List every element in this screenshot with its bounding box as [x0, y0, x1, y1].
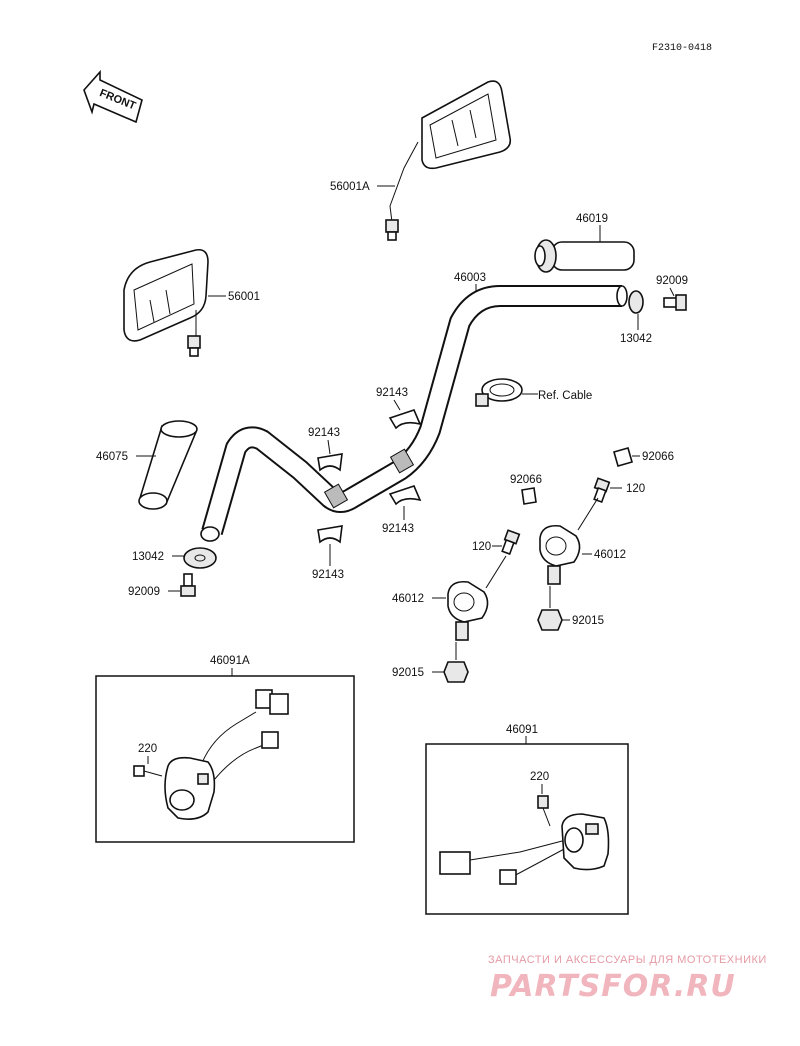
label-switch-right: 46091	[506, 724, 538, 736]
label-nut-left: 92015	[392, 667, 424, 679]
handlebar	[200, 285, 628, 542]
label-ref-cable: Ref. Cable	[538, 390, 592, 402]
diagram-code: F2310-0418	[652, 43, 712, 54]
front-arrow-icon: FRONT	[83, 69, 143, 124]
switch-left-box	[95, 668, 355, 843]
label-screw-left: 220	[138, 743, 157, 755]
watermark-logo: PARTSFOR.RU	[490, 969, 736, 1004]
switch-right	[439, 795, 610, 885]
mirror-left	[123, 248, 209, 357]
label-handlebar: 46003	[454, 272, 486, 284]
label-bolt-left: 92009	[128, 586, 160, 598]
switch-left	[133, 689, 289, 820]
label-cap-mid: 92066	[510, 474, 542, 486]
label-holder-right: 46012	[594, 549, 626, 561]
switch-right-box	[425, 736, 629, 915]
label-clamp-bot-a: 92143	[382, 523, 414, 535]
label-clamp-top-b: 92143	[308, 427, 340, 439]
label-cap-right: 92066	[642, 451, 674, 463]
label-bolt120-right: 120	[626, 483, 645, 495]
holder-left	[447, 555, 507, 641]
label-weight-right: 13042	[620, 333, 652, 345]
label-nut-right: 92015	[572, 615, 604, 627]
watermark-tagline: ЗАПЧАСТИ И АКСЕССУАРЫ ДЛЯ МОТОТЕХНИКИ	[488, 954, 767, 966]
bar-weight-right	[628, 290, 687, 314]
label-bolt-right: 92009	[656, 275, 688, 287]
label-mirror-left: 56001	[228, 291, 260, 303]
bar-weight-left	[180, 547, 217, 597]
throttle-grip	[534, 239, 635, 273]
label-grip-throttle: 46019	[576, 213, 608, 225]
grip-left	[138, 420, 198, 510]
label-screw-right: 220	[530, 771, 549, 783]
label-grip-left: 46075	[96, 451, 128, 463]
label-mirror-right: 56001A	[330, 181, 370, 193]
bolt-120	[501, 477, 611, 556]
holder-right	[539, 497, 599, 585]
cap	[521, 447, 633, 505]
cable-clamp	[475, 378, 523, 407]
label-bolt120-mid: 120	[472, 541, 491, 553]
clamp-half	[317, 409, 422, 544]
label-weight-left: 13042	[132, 551, 164, 563]
label-switch-left: 46091A	[210, 655, 250, 667]
mirror-right	[385, 80, 512, 241]
label-clamp-bot-b: 92143	[312, 569, 344, 581]
label-holder-left: 46012	[392, 593, 424, 605]
nut	[443, 586, 563, 683]
label-clamp-top-a: 92143	[376, 387, 408, 399]
